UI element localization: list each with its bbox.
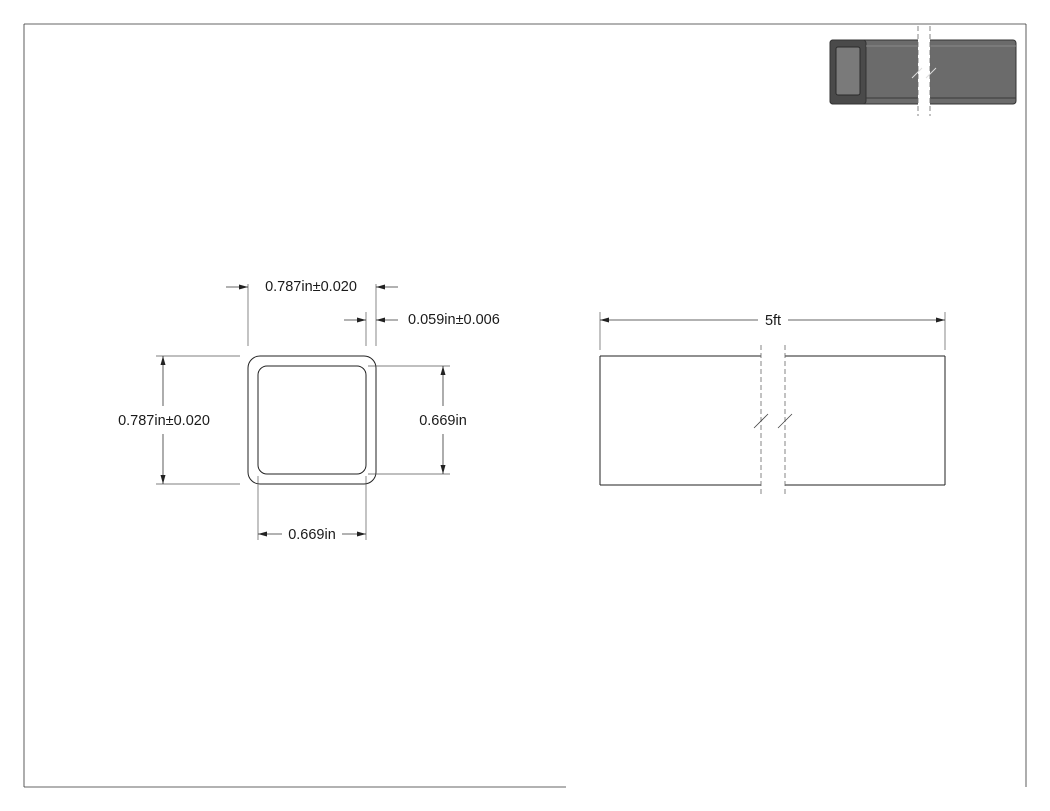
side-view xyxy=(599,345,946,497)
break-symbol-icon xyxy=(911,67,937,79)
dimension-inner-width: 0.669in xyxy=(257,476,367,543)
dimension-outer-width: 0.787in±0.020 xyxy=(226,279,398,346)
cross-section-view xyxy=(247,355,377,485)
length-label: 5ft xyxy=(765,313,781,329)
outer-height-label: 0.787in±0.020 xyxy=(118,413,210,429)
break-symbol-icon xyxy=(753,413,793,429)
dimension-outer-height: 0.787in±0.020 xyxy=(118,355,240,485)
dimension-length: 5ft xyxy=(599,312,946,350)
dimension-inner-height: 0.669in xyxy=(368,365,467,475)
sheet-border xyxy=(23,23,1027,788)
isometric-thumbnail xyxy=(829,26,1017,116)
dimension-wall-thickness: 0.059in±0.006 xyxy=(344,312,500,346)
inner-width-label: 0.669in xyxy=(288,527,336,543)
outer-width-label: 0.787in±0.020 xyxy=(265,279,357,295)
inner-height-label: 0.669in xyxy=(419,413,467,429)
wall-thickness-label: 0.059in±0.006 xyxy=(408,312,500,328)
